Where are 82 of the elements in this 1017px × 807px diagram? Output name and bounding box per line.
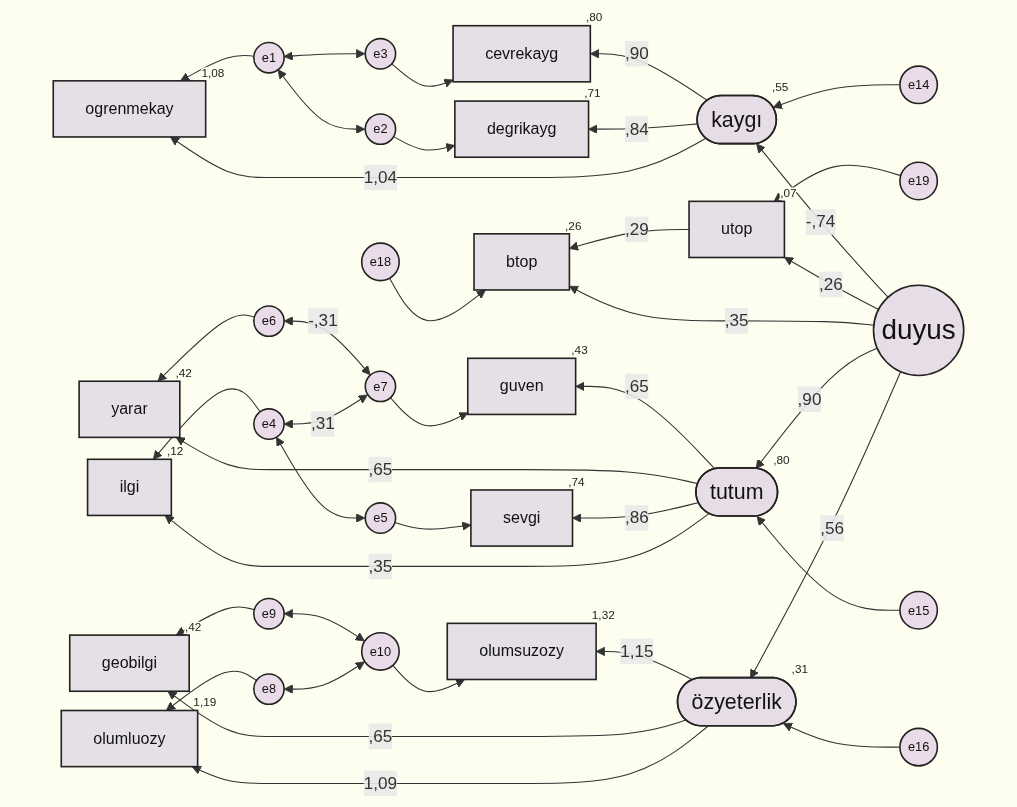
node-circle: e5 [364, 502, 397, 534]
edge-label: -,74 [805, 212, 836, 231]
node-circle: e3 [364, 37, 397, 70]
arrow [175, 436, 699, 485]
node-box: olumluozy [60, 709, 199, 768]
arrow [165, 670, 257, 711]
arrow [276, 436, 366, 523]
arrow [152, 388, 261, 460]
node-box: btop [473, 233, 571, 291]
squared-multiple-correlation: ,26 [565, 218, 582, 232]
arrow [389, 277, 486, 322]
node-circle: e14 [899, 65, 939, 105]
edge-label: ,31 [311, 414, 335, 433]
arrow [392, 664, 465, 693]
node-box: geobilgi [68, 634, 190, 693]
squared-multiple-correlation: ,74 [568, 474, 585, 488]
squared-multiple-correlation: ,71 [584, 85, 601, 99]
squared-multiple-correlation: ,55 [772, 80, 789, 94]
node-circle: e18 [360, 242, 400, 282]
squared-multiple-correlation: ,80 [773, 452, 790, 466]
node-circle: e2 [364, 113, 397, 146]
squared-multiple-correlation: 1,19 [193, 695, 217, 709]
squared-multiple-correlation: 1,08 [201, 65, 225, 79]
arrow [180, 54, 255, 82]
edge-label: ,65 [624, 376, 649, 395]
edge-label: ,84 [624, 119, 649, 138]
edge-label: ,56 [820, 518, 845, 537]
node-circle: e1 [253, 41, 285, 74]
edge-label: ,90 [624, 44, 649, 63]
squared-multiple-correlation: ,31 [791, 662, 808, 676]
arrow [756, 143, 889, 298]
node-box: guven [466, 357, 577, 416]
node-circle: duyus [872, 284, 965, 377]
arrow [277, 69, 366, 134]
arrow [283, 49, 366, 61]
node-circle: e10 [360, 631, 400, 671]
arrow [755, 347, 878, 469]
node-box: cevrekayg [452, 24, 592, 83]
edge-label: ,29 [624, 219, 649, 238]
arrow [164, 513, 710, 567]
squared-multiple-correlation: ,12 [167, 444, 184, 457]
edge-label: ,86 [624, 508, 649, 527]
edge-label: ,65 [368, 726, 393, 745]
node-circle: e9 [253, 597, 285, 630]
node-box: degrikayg [454, 100, 590, 158]
edge-label: ,26 [819, 274, 843, 293]
arrow [575, 381, 716, 470]
edge-label: ,35 [724, 311, 749, 330]
node-box: yarar [78, 380, 181, 439]
arrow [191, 725, 709, 784]
node-circle: e16 [899, 727, 939, 767]
node-circle: e8 [253, 673, 285, 706]
squared-multiple-correlation: ,42 [175, 365, 192, 379]
arrow [157, 314, 255, 382]
squared-multiple-correlation: ,43 [571, 343, 588, 357]
arrow [784, 256, 880, 311]
edge-label: 1,15 [620, 641, 654, 660]
squared-multiple-correlation: ,80 [586, 10, 603, 24]
squared-multiple-correlation: 1,32 [591, 608, 615, 622]
node-box: utop [688, 200, 786, 259]
arrow [750, 371, 902, 679]
node-box: ogrenmekay [52, 80, 207, 138]
node-box: olumsuzozy [446, 622, 597, 681]
arrow [283, 609, 365, 642]
node-box: ilgi [86, 458, 173, 517]
arrow [167, 690, 687, 737]
edge-label: ,35 [368, 556, 393, 575]
arrow [391, 63, 454, 88]
edge-label: ,65 [368, 460, 393, 479]
edge-label: 1,04 [363, 167, 398, 187]
edge-label: 1,09 [363, 773, 398, 793]
arrow [389, 397, 469, 427]
node-box: sevgi [470, 489, 574, 547]
node-circle: e15 [899, 590, 939, 630]
node-circle: e4 [253, 408, 285, 441]
node-circle: e6 [253, 305, 285, 338]
arrow [283, 661, 365, 694]
node-circle: e7 [364, 370, 397, 403]
node-circle: e19 [899, 161, 939, 201]
arrow [170, 136, 707, 179]
edge-label: ,90 [797, 389, 822, 408]
edge-label: -,31 [308, 311, 338, 330]
